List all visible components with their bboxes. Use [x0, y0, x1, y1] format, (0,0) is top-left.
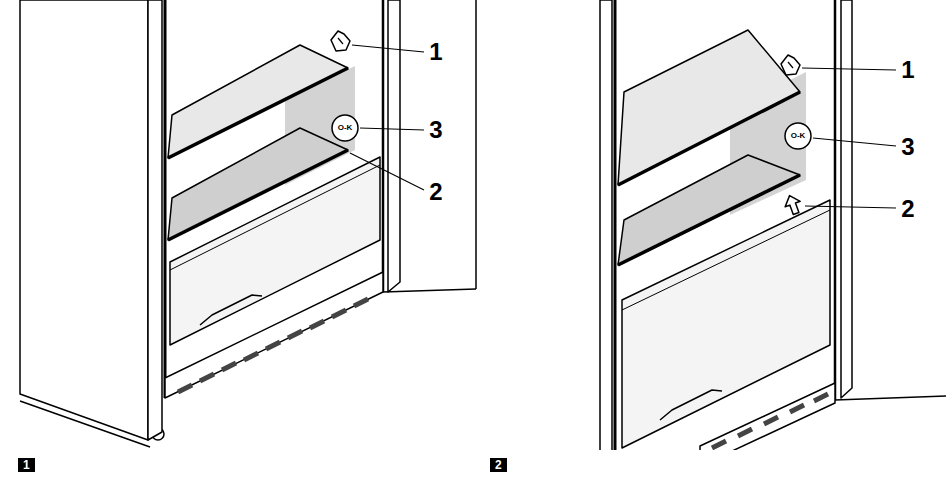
interior-edge: [614, 0, 617, 450]
vent-slot: [738, 429, 752, 436]
vent-slots: [178, 299, 368, 392]
symbol-detail: [338, 38, 343, 44]
vent-slot: [814, 394, 828, 401]
leader-line: [360, 128, 424, 130]
symbol-outline: [331, 31, 350, 51]
vent-slots: [712, 394, 828, 448]
vent-slot: [354, 299, 368, 306]
door-face: [475, 0, 477, 289]
leader-line: [352, 45, 424, 52]
vent-slot: [200, 374, 214, 381]
vent-slot: [712, 441, 726, 448]
callout-number: 1: [429, 40, 442, 64]
leader-line: [802, 68, 896, 70]
fridge-symbol: [331, 31, 350, 51]
symbol-detail: [788, 62, 793, 68]
symbol-text: O-K: [791, 132, 806, 140]
crisper-rim: [170, 165, 380, 270]
symbol-outline: [781, 55, 800, 75]
vent-slot: [332, 310, 346, 317]
crisper-handle: [200, 295, 262, 325]
interior-edge: [834, 0, 837, 400]
fridge-symbol: [781, 55, 800, 75]
vent-slot: [178, 385, 192, 392]
ok-symbol: [332, 115, 358, 141]
crisper-rim: [622, 210, 830, 310]
front-frame: [148, 0, 162, 440]
cabinet-base: [20, 401, 150, 447]
panel-number: 1: [18, 458, 35, 472]
symbol-text: O-K: [338, 124, 353, 132]
cabinet-side: [20, 0, 148, 440]
vent-slot: [310, 321, 324, 328]
callout-number: 3: [429, 118, 442, 142]
floor-line: [835, 396, 946, 400]
arrow-symbol: [782, 193, 804, 216]
door-edge: [388, 0, 400, 292]
vent-slot: [222, 363, 236, 370]
vent-grille: [700, 383, 835, 450]
callout-number: 2: [429, 180, 442, 204]
vent-slot: [266, 342, 280, 349]
glass-shelf: [618, 30, 800, 185]
leader-line: [813, 138, 896, 146]
crisper-drawer: [170, 157, 380, 345]
vent-slot: [244, 353, 258, 360]
vent-slot: [790, 405, 804, 412]
interior-edge: [164, 0, 167, 398]
ok-symbol: [785, 123, 811, 149]
callout-number: 1: [901, 58, 914, 82]
callout-number: 3: [901, 135, 914, 159]
vent-grille: [165, 272, 383, 398]
crisper-handle: [660, 390, 722, 420]
panel-number: 2: [490, 458, 507, 472]
front-frame: [600, 0, 612, 450]
vent-slot: [764, 417, 778, 424]
leader-line: [805, 206, 896, 208]
leader-line: [350, 153, 424, 190]
panel-two-art: [600, 0, 946, 450]
door-edge: [841, 0, 852, 398]
vent-slot: [288, 331, 302, 338]
interior-edge: [382, 0, 385, 292]
panel-one-art: [20, 0, 476, 447]
callout-number: 2: [901, 197, 914, 221]
floor-line: [383, 289, 476, 292]
symbol-outline: [782, 193, 804, 216]
